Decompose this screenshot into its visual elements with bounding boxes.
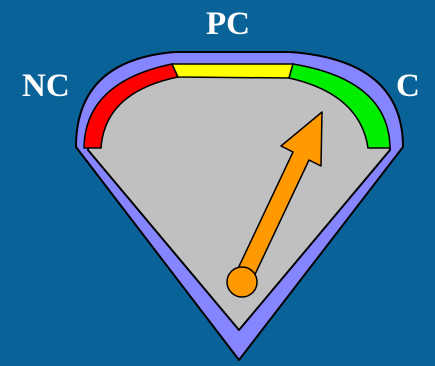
label-c: C bbox=[396, 70, 420, 103]
label-pc: PC bbox=[206, 8, 250, 41]
needle-hub bbox=[227, 267, 257, 297]
yellow-zone-arc bbox=[172, 64, 293, 78]
label-nc: NC bbox=[22, 70, 70, 103]
